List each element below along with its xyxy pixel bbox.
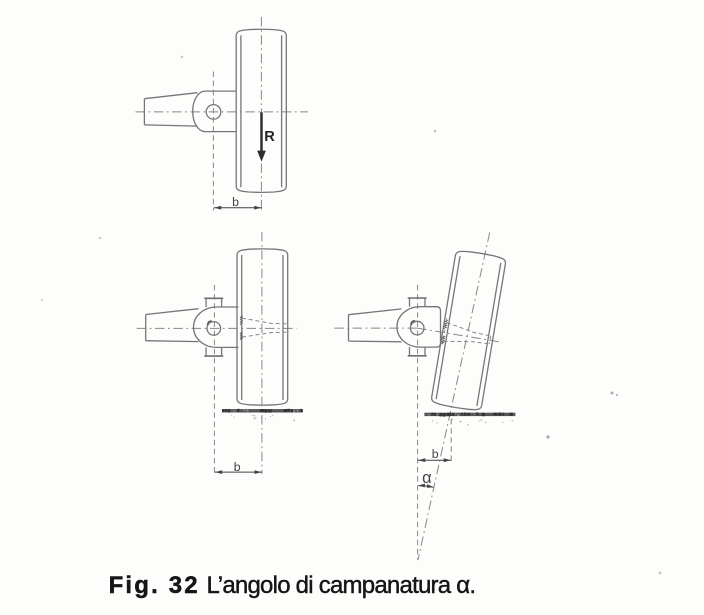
svg-text:L’angolo di campanatura α.: L’angolo di campanatura α. (207, 572, 477, 599)
svg-text:b: b (234, 460, 241, 474)
svg-text:R: R (264, 129, 275, 145)
svg-text:Fig. 32: Fig. 32 (109, 572, 198, 599)
svg-text:b: b (432, 447, 439, 461)
svg-text:b: b (232, 195, 239, 209)
svg-text:α: α (422, 469, 432, 487)
